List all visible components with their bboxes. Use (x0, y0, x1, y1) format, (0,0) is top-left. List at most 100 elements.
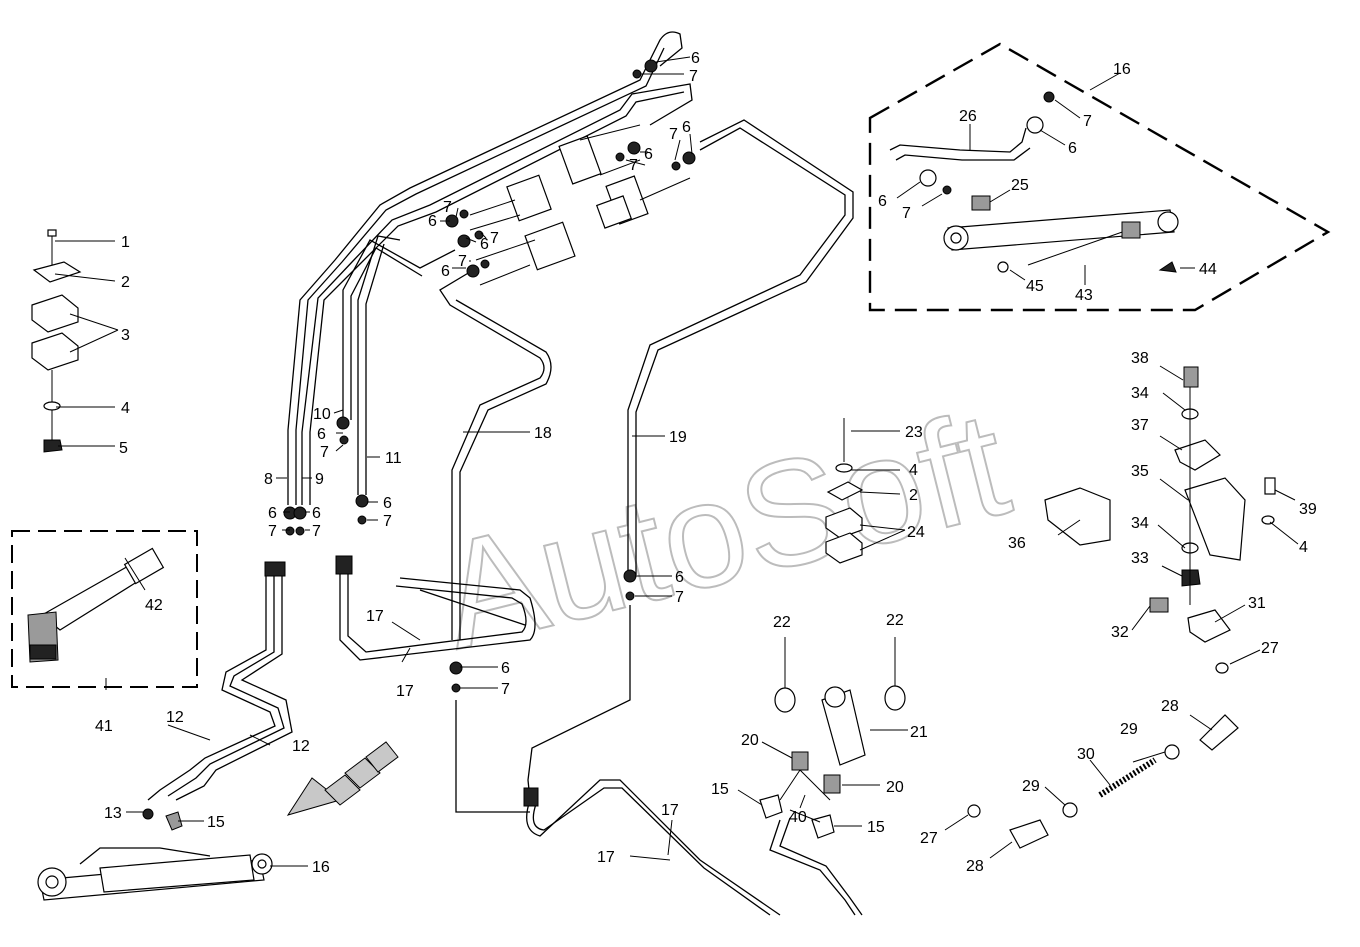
callout-labels: 1 2 3 4 5 6 7 6 7 6 7 7 6 6 7 7 6 10 6 7… (95, 50, 1317, 876)
callout-7: 7 (629, 157, 638, 174)
callout-4: 4 (1299, 539, 1308, 556)
callout-43: 43 (1075, 287, 1093, 304)
callout-17: 17 (396, 683, 414, 700)
callout-7: 7 (1083, 113, 1092, 130)
callout-4: 4 (909, 462, 918, 479)
callout-6: 6 (682, 119, 691, 136)
callout-6: 6 (691, 50, 700, 67)
callout-7: 7 (383, 513, 392, 530)
callout-45: 45 (1026, 278, 1044, 295)
clamp-assembly-right (825, 418, 864, 564)
callout-31: 31 (1248, 595, 1266, 612)
callout-6: 6 (480, 236, 489, 253)
callout-15: 15 (207, 814, 225, 831)
callout-7: 7 (312, 523, 321, 540)
callout-27: 27 (1261, 640, 1279, 657)
callout-6: 6 (878, 193, 887, 210)
callout-7: 7 (669, 126, 678, 143)
callout-28: 28 (966, 858, 984, 875)
callout-17: 17 (366, 608, 384, 625)
callout-7: 7 (675, 589, 684, 606)
accessory-box (11, 530, 198, 688)
callout-15: 15 (867, 819, 885, 836)
callout-16: 16 (312, 859, 330, 876)
callout-6: 6 (644, 146, 653, 163)
callout-6: 6 (501, 660, 510, 677)
callout-42: 42 (145, 597, 163, 614)
callout-2: 2 (909, 487, 918, 504)
callout-40: 40 (789, 809, 807, 826)
callout-22: 22 (886, 612, 904, 629)
callout-41: 41 (95, 718, 113, 735)
callout-36: 36 (1008, 535, 1026, 552)
callout-6: 6 (268, 505, 277, 522)
callout-29: 29 (1120, 721, 1138, 738)
callout-16: 16 (1113, 61, 1131, 78)
callout-17: 17 (597, 849, 615, 866)
callout-5: 5 (119, 440, 128, 457)
callout-28: 28 (1161, 698, 1179, 715)
callout-15: 15 (711, 781, 729, 798)
callout-12: 12 (292, 738, 310, 755)
callout-38: 38 (1131, 350, 1149, 367)
callout-6: 6 (441, 263, 450, 280)
callout-20: 20 (741, 732, 759, 749)
callout-39: 39 (1299, 501, 1317, 518)
callout-3: 3 (121, 327, 130, 344)
callout-23: 23 (905, 424, 923, 441)
callout-21: 21 (910, 724, 928, 741)
callout-37: 37 (1131, 417, 1149, 434)
callout-13: 13 (104, 805, 122, 822)
callout-33: 33 (1131, 550, 1149, 567)
callout-24: 24 (907, 524, 925, 541)
callout-7: 7 (490, 230, 499, 247)
cylinder-kit-box (868, 42, 1331, 312)
direction-arrow (286, 741, 399, 816)
leader-lines (54, 56, 1299, 867)
tee-valve-assembly (759, 685, 906, 839)
callout-10: 10 (313, 406, 331, 423)
callout-7: 7 (902, 205, 911, 222)
callout-7: 7 (501, 681, 510, 698)
callout-11: 11 (385, 450, 402, 467)
callout-7: 7 (458, 253, 467, 270)
callout-8: 8 (264, 471, 273, 488)
callout-9: 9 (315, 471, 324, 488)
callout-7: 7 (443, 199, 452, 216)
callout-29: 29 (1022, 778, 1040, 795)
callout-35: 35 (1131, 463, 1149, 480)
callout-6: 6 (317, 426, 326, 443)
callout-6: 6 (428, 213, 437, 230)
callout-6: 6 (383, 495, 392, 512)
lift-cylinder-left (37, 808, 273, 901)
clamp-assembly-left (31, 229, 82, 453)
watermark: AutoSoft (424, 378, 1023, 680)
callout-32: 32 (1111, 624, 1129, 641)
callout-6: 6 (675, 569, 684, 586)
callout-12: 12 (166, 709, 184, 726)
callout-19: 19 (669, 429, 687, 446)
callout-7: 7 (689, 68, 698, 85)
linkage-assembly (967, 597, 1239, 849)
callout-7: 7 (320, 444, 329, 461)
callout-22: 22 (773, 614, 791, 631)
control-valves (469, 124, 691, 286)
callout-2: 2 (121, 274, 130, 291)
callout-34: 34 (1131, 515, 1149, 532)
callout-6: 6 (312, 505, 321, 522)
hydraulic-lines (147, 31, 863, 916)
callout-34: 34 (1131, 385, 1149, 402)
callout-44: 44 (1199, 261, 1217, 278)
callout-6: 6 (1068, 140, 1077, 157)
callout-18: 18 (534, 425, 552, 442)
callout-7: 7 (268, 523, 277, 540)
callout-17: 17 (661, 802, 679, 819)
callout-30: 30 (1077, 746, 1095, 763)
callout-20: 20 (886, 779, 904, 796)
fittings (264, 59, 696, 807)
callout-25: 25 (1011, 177, 1029, 194)
callout-26: 26 (959, 108, 977, 125)
callout-27: 27 (920, 830, 938, 847)
bracket-assembly-right (1044, 366, 1276, 605)
